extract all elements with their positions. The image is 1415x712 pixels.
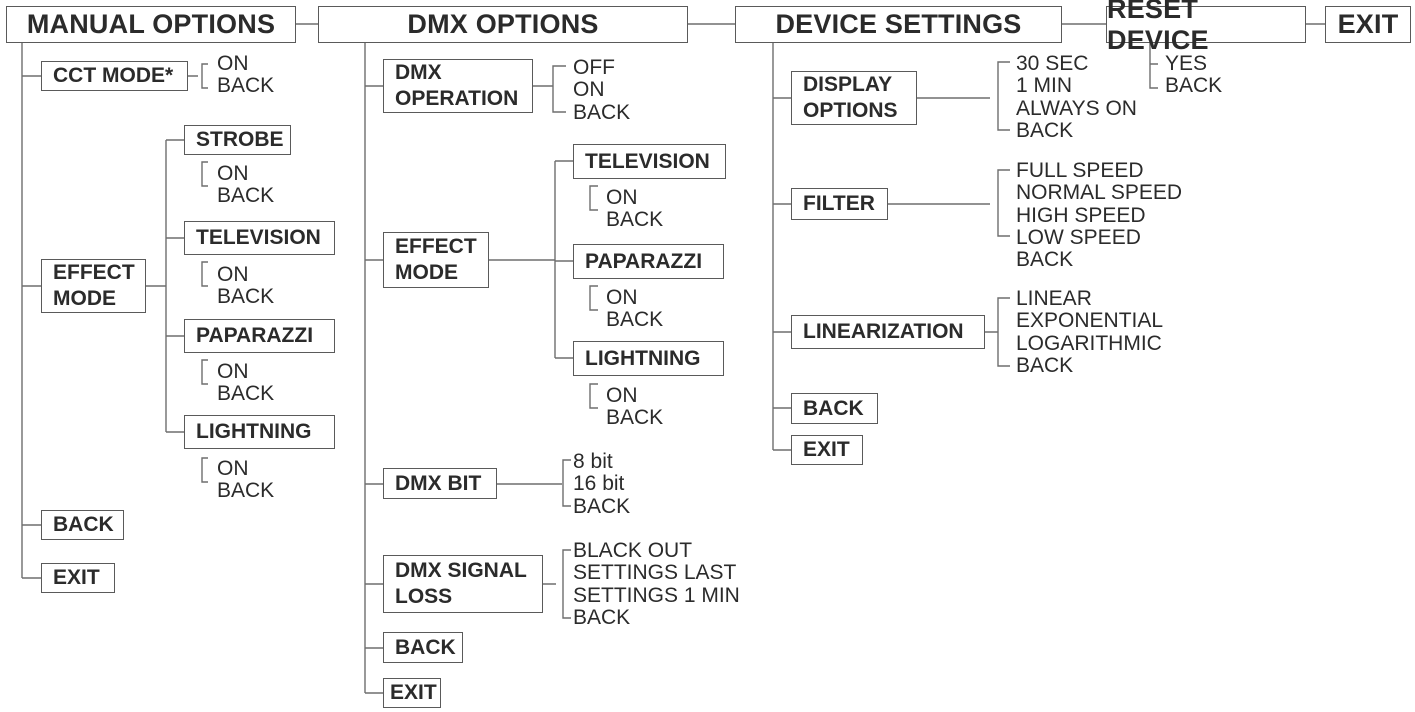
dmx-bit[interactable]: DMX BIT (383, 468, 497, 499)
option[interactable]: BACK (217, 382, 275, 406)
option[interactable]: ON (606, 186, 638, 209)
dmx-paparazzi-options: ON BACK (606, 286, 664, 332)
dmx-lightning[interactable]: LIGHTNING (573, 341, 724, 376)
option[interactable]: 16 bit (573, 472, 625, 496)
manual-effect-mode[interactable]: EFFECT MODE (41, 259, 146, 313)
reset-device-options: YES BACK (1165, 52, 1223, 98)
menu-device-settings[interactable]: DEVICE SETTINGS (735, 6, 1062, 43)
option[interactable]: OFF (573, 56, 615, 79)
label-line: MODE (53, 287, 116, 310)
dmx-exit[interactable]: EXIT (383, 678, 441, 708)
manual-lightning-options: ON BACK (217, 457, 275, 503)
manual-cct-mode[interactable]: CCT MODE* (41, 61, 188, 91)
label-line: OPTIONS (803, 99, 898, 122)
manual-television-options: ON BACK (217, 263, 275, 309)
option[interactable]: BACK (1016, 353, 1074, 377)
option[interactable]: ON (606, 384, 638, 407)
option[interactable]: ON (217, 162, 249, 185)
option[interactable]: ALWAYS ON (1016, 96, 1137, 120)
option[interactable]: BACK (573, 605, 631, 629)
option[interactable]: BACK (1016, 248, 1074, 272)
device-display-options-list: 30 SEC 1 MIN ALWAYS ON BACK (1016, 52, 1137, 142)
option[interactable]: ON (217, 52, 249, 75)
dmx-back[interactable]: BACK (383, 632, 463, 663)
option[interactable]: ON (217, 457, 249, 480)
label-line: DMX (395, 61, 442, 84)
manual-strobe[interactable]: STROBE (184, 125, 291, 155)
dmx-operation[interactable]: DMX OPERATION (383, 59, 533, 113)
manual-back[interactable]: BACK (41, 510, 124, 540)
label-line: EFFECT (53, 261, 135, 284)
device-linearization[interactable]: LINEARIZATION (791, 315, 985, 349)
dmx-paparazzi[interactable]: PAPARAZZI (573, 244, 724, 279)
option[interactable]: ON (217, 263, 249, 286)
option[interactable]: NORMAL SPEED (1016, 181, 1183, 205)
option[interactable]: LOGARITHMIC (1016, 331, 1162, 355)
option[interactable]: BACK (1016, 118, 1074, 142)
option[interactable]: BACK (573, 494, 631, 518)
manual-television[interactable]: TELEVISION (184, 221, 335, 255)
menu-reset-device[interactable]: RESET DEVICE (1106, 0, 1306, 55)
option[interactable]: 8 bit (573, 450, 613, 473)
device-linearization-options: LINEAR EXPONENTIAL LOGARITHMIC BACK (1016, 287, 1164, 377)
option[interactable]: BLACK OUT (573, 539, 693, 562)
option[interactable]: BACK (217, 74, 275, 98)
menu-exit[interactable]: EXIT (1325, 6, 1411, 43)
device-back[interactable]: BACK (791, 393, 878, 424)
menu-dmx-options[interactable]: DMX OPTIONS (318, 6, 688, 43)
option[interactable]: ON (217, 360, 249, 383)
dmx-television-options: ON BACK (606, 186, 664, 232)
dmx-effect-mode[interactable]: EFFECT MODE (383, 232, 489, 288)
option[interactable]: LINEAR (1016, 287, 1092, 310)
option[interactable]: EXPONENTIAL (1016, 309, 1164, 333)
manual-paparazzi-options: ON BACK (217, 360, 275, 406)
option[interactable]: 1 MIN (1016, 74, 1073, 98)
option[interactable]: SETTINGS 1 MIN (573, 583, 740, 607)
option[interactable]: ON (573, 78, 605, 102)
label-line: DMX SIGNAL (395, 559, 527, 582)
option[interactable]: FULL SPEED (1016, 159, 1144, 182)
manual-strobe-options: ON BACK (217, 162, 275, 208)
device-filter[interactable]: FILTER (791, 188, 888, 220)
option[interactable]: BACK (606, 308, 664, 332)
label-line: EFFECT (395, 235, 477, 258)
option[interactable]: SETTINGS LAST (573, 561, 737, 585)
option[interactable]: BACK (1165, 74, 1223, 98)
label-line: MODE (395, 261, 458, 284)
option[interactable]: BACK (573, 100, 631, 124)
manual-lightning[interactable]: LIGHTNING (184, 415, 335, 449)
dmx-bit-options: 8 bit 16 bit BACK (573, 450, 631, 518)
device-display-options[interactable]: DISPLAY OPTIONS (791, 71, 917, 125)
option[interactable]: LOW SPEED (1016, 225, 1141, 249)
option[interactable]: BACK (606, 208, 664, 232)
option[interactable]: BACK (217, 285, 275, 309)
menu-manual-options[interactable]: MANUAL OPTIONS (6, 6, 296, 43)
label-line: LOSS (395, 585, 453, 608)
option[interactable]: 30 SEC (1016, 52, 1089, 75)
label-line: OPERATION (395, 87, 519, 110)
dmx-signal-loss-options: BLACK OUT SETTINGS LAST SETTINGS 1 MIN B… (573, 539, 740, 629)
option[interactable]: BACK (217, 479, 275, 503)
dmx-operation-options: OFF ON BACK (573, 56, 631, 124)
label-line: DISPLAY (803, 73, 893, 96)
option[interactable]: BACK (217, 184, 275, 208)
device-exit[interactable]: EXIT (791, 435, 863, 465)
manual-paparazzi[interactable]: PAPARAZZI (184, 319, 335, 353)
manual-cct-mode-options: ON BACK (217, 52, 275, 98)
dmx-lightning-options: ON BACK (606, 384, 664, 430)
manual-exit[interactable]: EXIT (41, 563, 115, 593)
option[interactable]: HIGH SPEED (1016, 203, 1146, 227)
device-filter-options: FULL SPEED NORMAL SPEED HIGH SPEED LOW S… (1016, 159, 1183, 272)
dmx-television[interactable]: TELEVISION (573, 144, 726, 179)
option[interactable]: BACK (606, 406, 664, 430)
dmx-signal-loss[interactable]: DMX SIGNAL LOSS (383, 555, 543, 613)
option[interactable]: ON (606, 286, 638, 309)
option[interactable]: YES (1165, 52, 1208, 75)
